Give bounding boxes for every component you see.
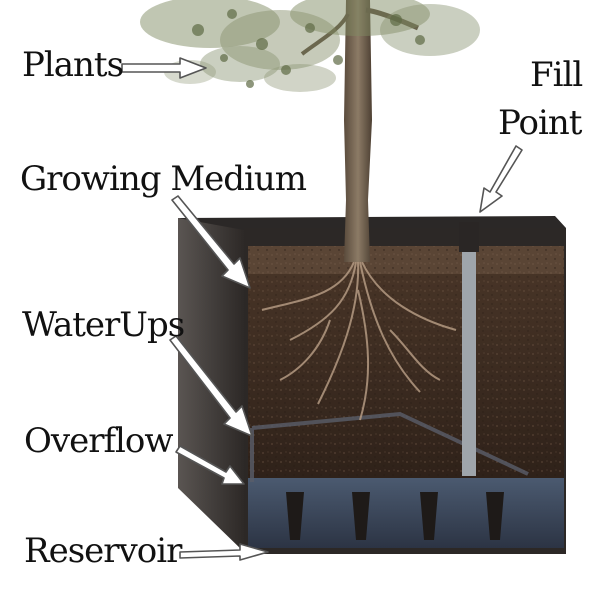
label-waterups: WaterUps [22, 305, 185, 345]
tree-foliage [140, 0, 480, 92]
arrows [121, 57, 523, 561]
waterups-frame [250, 411, 529, 482]
label-plants: Plants [22, 45, 124, 85]
overflow-arrow [175, 445, 245, 485]
fill-point-tube [462, 226, 476, 476]
wicking-legs [286, 492, 504, 540]
tree-roots [261, 261, 457, 421]
growing-medium-arrow [171, 195, 251, 289]
label-growing-medium: Growing Medium [20, 159, 307, 199]
label-fill-point-line1: Fill [530, 55, 583, 95]
label-overflow: Overflow [24, 421, 173, 461]
fill-point-arrow [479, 145, 523, 213]
plants-arrow [121, 57, 207, 79]
label-reservoir: Reservoir [24, 531, 182, 571]
planter-rim [178, 216, 566, 230]
waterups-arrow [169, 335, 253, 437]
tree-trunk [344, 0, 372, 262]
label-fill-point-line2: Point [498, 103, 582, 143]
reservoir-arrow [179, 543, 269, 561]
